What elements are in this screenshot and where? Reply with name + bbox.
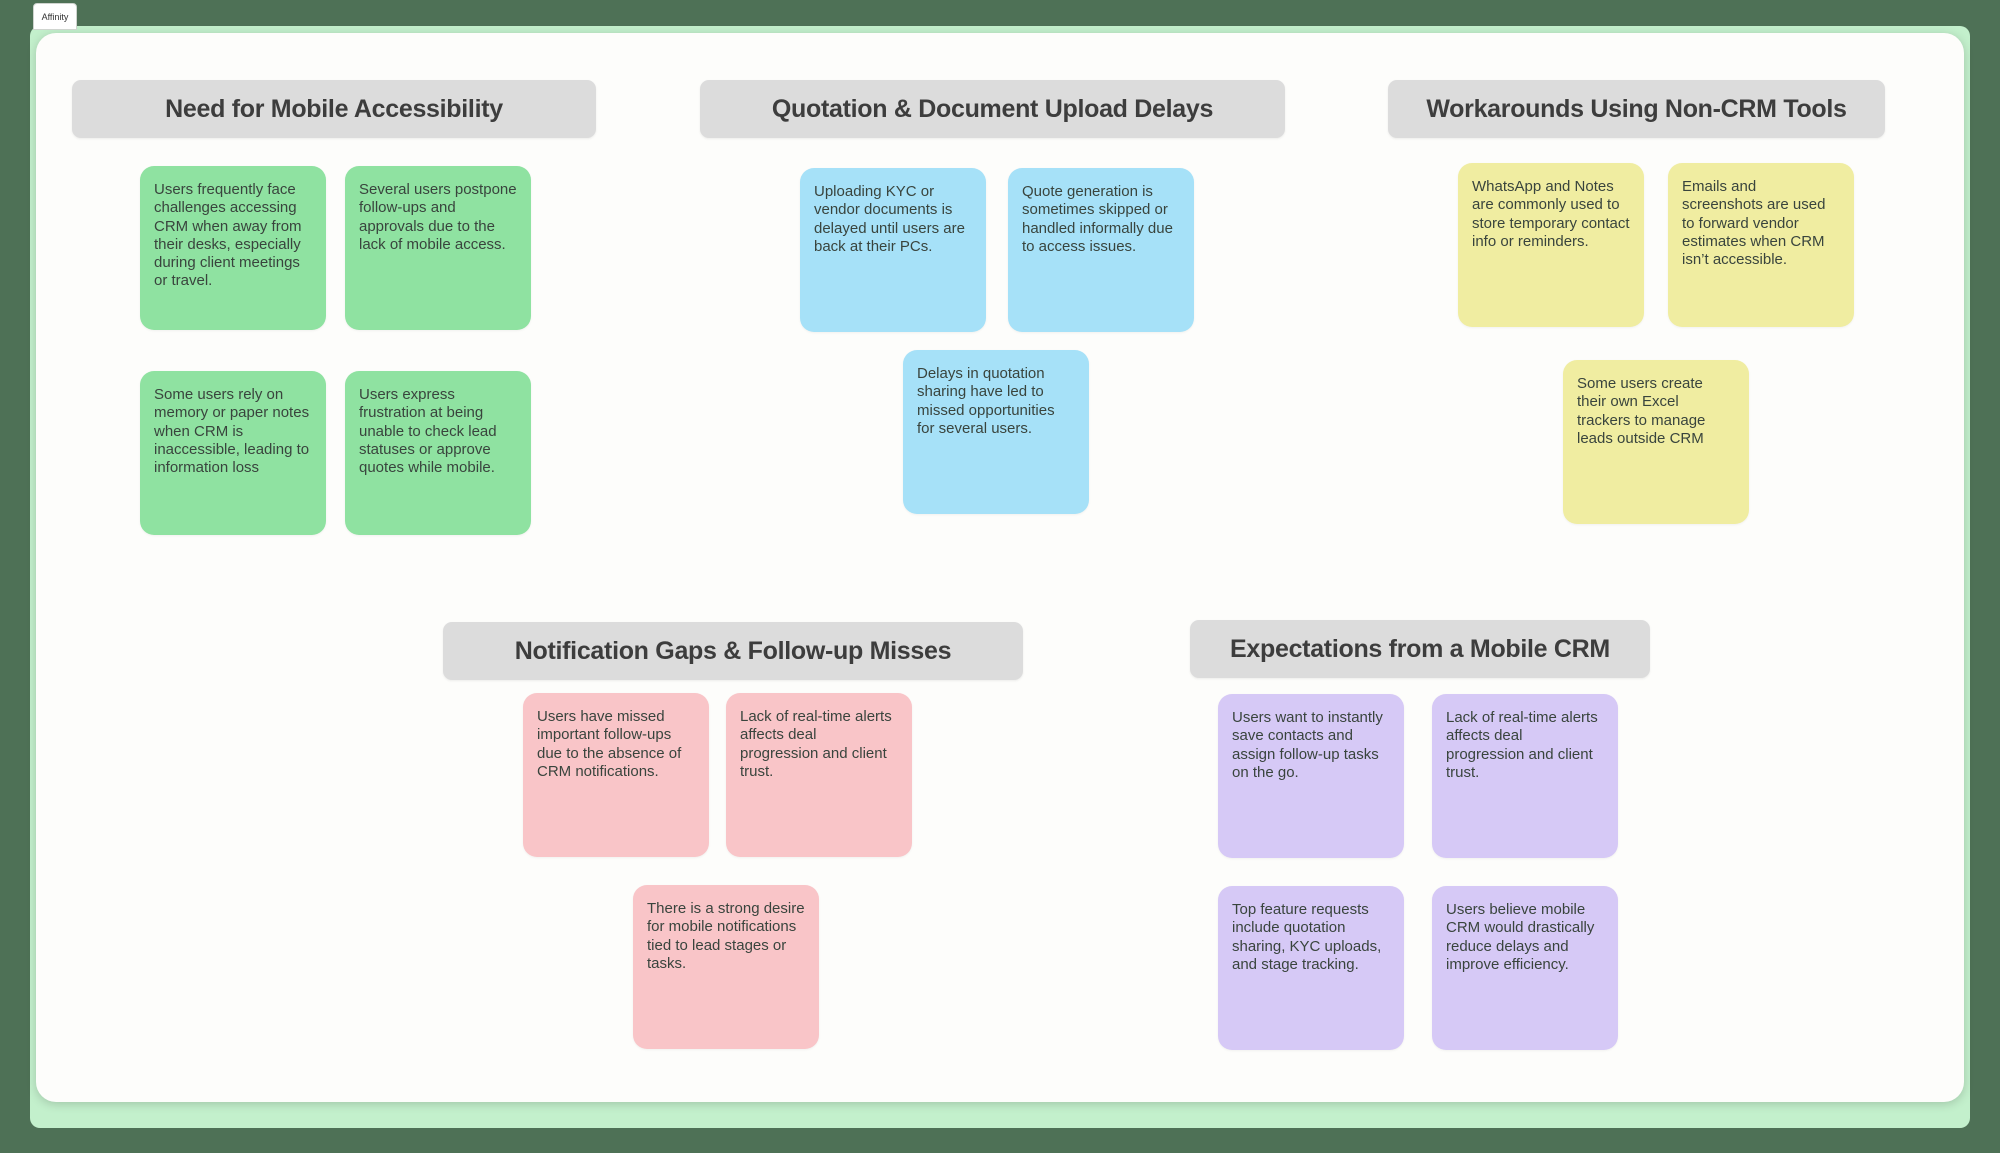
sticky-note[interactable]: Users express frustration at being unabl…	[345, 371, 531, 535]
sticky-note[interactable]: Users have missed important follow-ups d…	[523, 693, 709, 857]
sticky-note[interactable]: Users believe mobile CRM would drastical…	[1432, 886, 1618, 1050]
page-tab-affinity[interactable]: Affinity	[33, 3, 77, 30]
sticky-note[interactable]: Users frequently face challenges accessi…	[140, 166, 326, 330]
group-title-workarounds-using-non-crm-tools[interactable]: Workarounds Using Non-CRM Tools	[1388, 80, 1885, 138]
group-title-need-for-mobile-accessibility[interactable]: Need for Mobile Accessibility	[72, 80, 596, 138]
sticky-note[interactable]: Delays in quotation sharing have led to …	[903, 350, 1089, 514]
sticky-note[interactable]: Some users create their own Excel tracke…	[1563, 360, 1749, 524]
sticky-note[interactable]: Some users rely on memory or paper notes…	[140, 371, 326, 535]
sticky-note[interactable]: Several users postpone follow-ups and ap…	[345, 166, 531, 330]
group-title-quotation-document-upload-delays[interactable]: Quotation & Document Upload Delays	[700, 80, 1285, 138]
group-title-expectations-from-a-mobile-crm[interactable]: Expectations from a Mobile CRM	[1190, 620, 1650, 678]
sticky-note[interactable]: Quote generation is sometimes skipped or…	[1008, 168, 1194, 332]
sticky-note[interactable]: Emails and screenshots are used to forwa…	[1668, 163, 1854, 327]
sticky-note[interactable]: Top feature requests include quotation s…	[1218, 886, 1404, 1050]
sticky-note[interactable]: Lack of real-time alerts affects deal pr…	[726, 693, 912, 857]
whiteboard-canvas[interactable]: Need for Mobile Accessibility Users freq…	[36, 33, 1964, 1102]
page-tab-label: Affinity	[41, 11, 69, 22]
group-title-notification-gaps-follow-up-misses[interactable]: Notification Gaps & Follow-up Misses	[443, 622, 1023, 680]
sticky-note[interactable]: Lack of real-time alerts affects deal pr…	[1432, 694, 1618, 858]
sticky-note[interactable]: Uploading KYC or vendor documents is del…	[800, 168, 986, 332]
sticky-note[interactable]: There is a strong desire for mobile noti…	[633, 885, 819, 1049]
sticky-note[interactable]: WhatsApp and Notes are commonly used to …	[1458, 163, 1644, 327]
sticky-note[interactable]: Users want to instantly save contacts an…	[1218, 694, 1404, 858]
